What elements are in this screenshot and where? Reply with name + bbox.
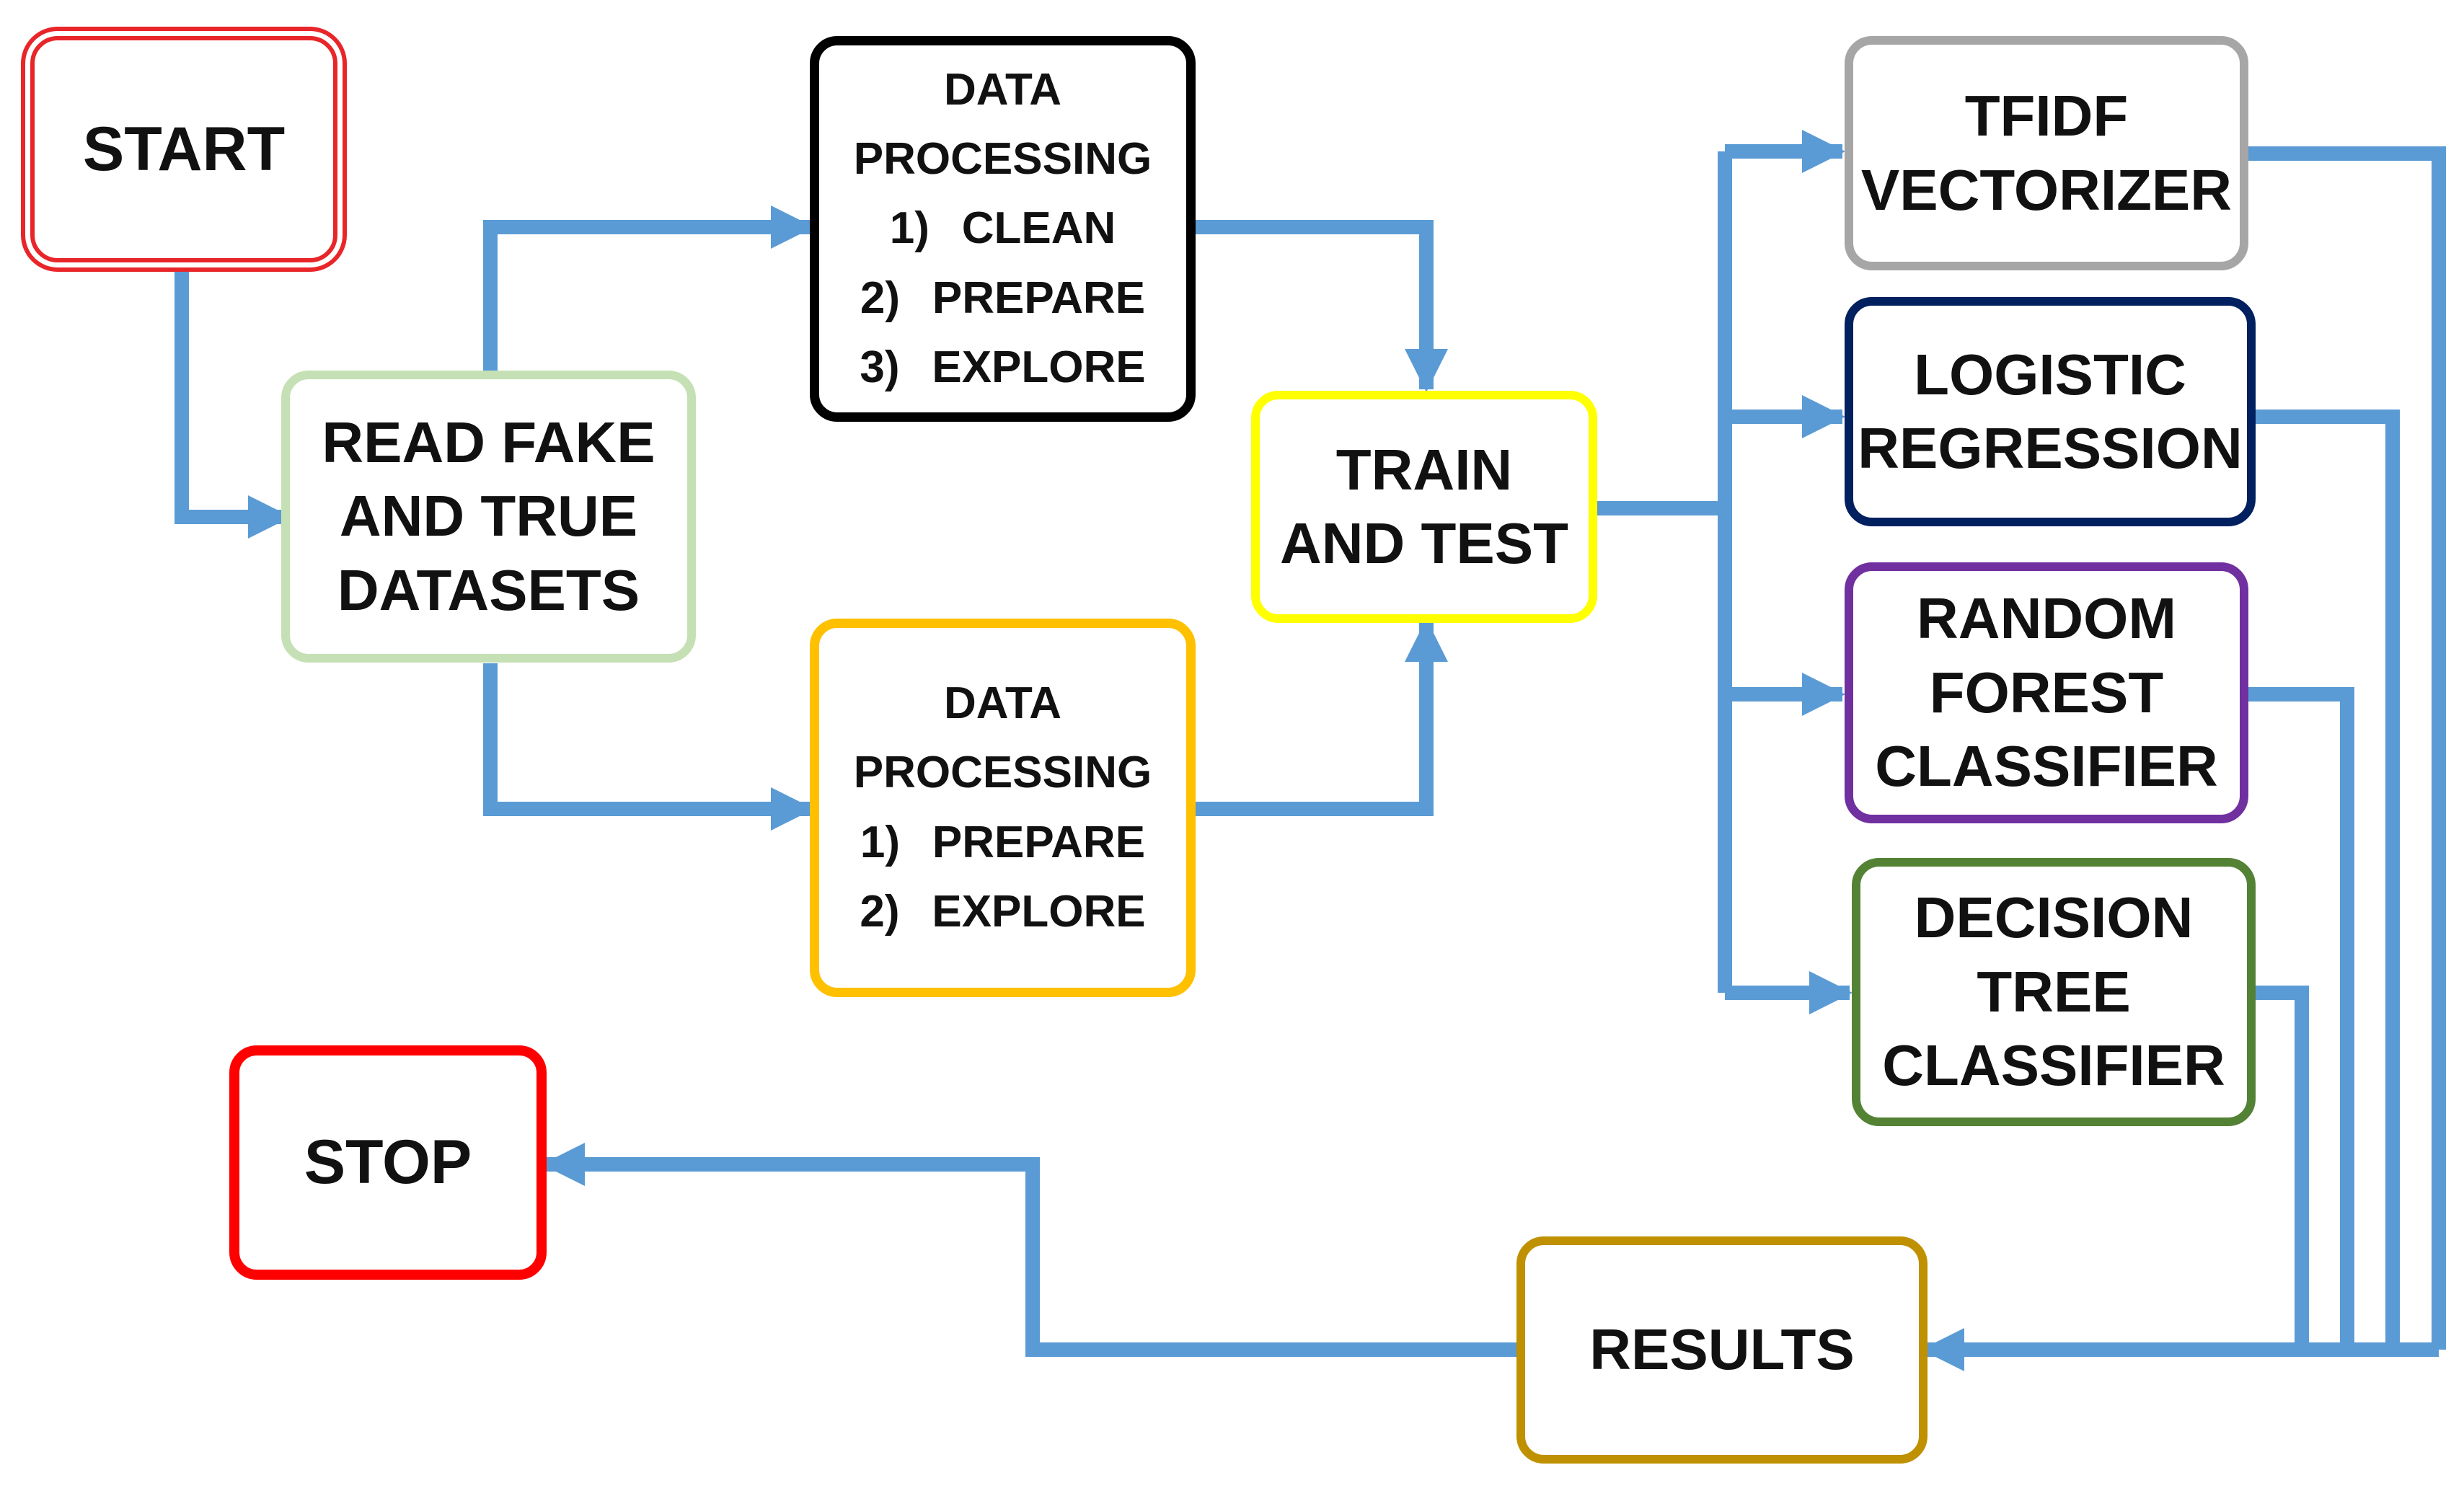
arrow-read-to-dp2 [483,663,814,831]
random-forest-classifier-node: RANDOM FOREST CLASSIFIER [1845,562,2248,823]
dp1-step-1-label: CLEAN [961,203,1116,254]
dp1-step-3: 3) EXPLORE [860,333,1145,402]
dp2-step-2: 2) EXPLORE [860,877,1145,947]
dp1-step-1-num: 1) [889,203,929,254]
arrow-dp1-to-train [1196,220,1448,392]
train-line-2: AND TEST [1280,511,1568,575]
dp2-step-1: 1) PREPARE [860,808,1145,877]
dp2-step-2-num: 2) [860,886,900,937]
dp1-step-1: 1) CLEAN [890,194,1116,263]
line-logistic-to-results [2256,410,2400,1350]
dp1-step-2-label: PREPARE [932,273,1146,323]
dp2-title-1: DATA [944,678,1061,729]
dp2-step-2-label: EXPLORE [932,886,1146,937]
read-line-3: DATASETS [337,557,640,622]
results-node: RESULTS [1516,1236,1928,1464]
tfidf-vectorizer-node: TFIDF VECTORIZER [1845,36,2248,270]
dp1-step-3-num: 3) [860,342,900,392]
read-line-1: READ FAKE [322,410,655,474]
tfidf-line-2: VECTORIZER [1860,157,2233,222]
random-line-1: RANDOM [1917,586,2176,651]
start-label: START [82,114,286,184]
arrow-start-to-read [175,265,291,539]
random-line-3: CLASSIFIER [1875,734,2218,799]
random-line-2: FOREST [1929,660,2164,725]
data-processing-clean-node: DATA PROCESSING 1) CLEAN 2) PREPARE 3) EXPL… [810,36,1196,422]
dp1-title-1: DATA [944,65,1061,115]
decision-line-3: CLASSIFIER [1882,1033,2225,1098]
logistic-line-2: REGRESSION [1858,416,2243,480]
start-node: START [30,36,337,262]
line-tfidf-to-results [2248,146,2446,1350]
dp1-step-3-label: EXPLORE [932,342,1146,392]
stop-node: STOP [229,1045,547,1280]
read-datasets-node: READ FAKE AND TRUE DATASETS [281,371,696,663]
dp1-title-2: PROCESSING [853,134,1152,185]
arrow-read-to-dp1 [483,205,814,371]
results-label: RESULTS [1589,1317,1855,1382]
arrow-dp2-to-train [1196,619,1448,816]
data-processing-prepare-node: DATA PROCESSING 1) PREPARE 2) EXPLORE [810,619,1196,997]
stop-label: STOP [304,1128,472,1198]
line-decision-to-results [2256,986,2309,1350]
logistic-line-1: LOGISTIC [1914,342,2186,407]
train-and-test-node: TRAIN AND TEST [1251,391,1597,623]
decision-line-2: TREE [1977,959,2131,1024]
arrow-results-to-stop [542,1143,1518,1357]
decision-line-1: DECISION [1914,885,2194,950]
dp2-step-1-num: 1) [860,817,901,867]
dp1-step-2-num: 2) [860,273,901,323]
dp2-step-1-label: PREPARE [932,817,1146,867]
decision-tree-classifier-node: DECISION TREE CLASSIFIER [1852,858,2256,1126]
dp2-title-2: PROCESSING [853,748,1152,798]
line-random-to-results [2248,687,2354,1350]
read-line-2: AND TRUE [339,484,638,549]
train-line-1: TRAIN [1335,437,1513,502]
tfidf-line-1: TFIDF [1964,84,2129,149]
dp1-step-2: 2) PREPARE [860,264,1145,333]
logistic-regression-node: LOGISTIC REGRESSION [1845,297,2256,526]
